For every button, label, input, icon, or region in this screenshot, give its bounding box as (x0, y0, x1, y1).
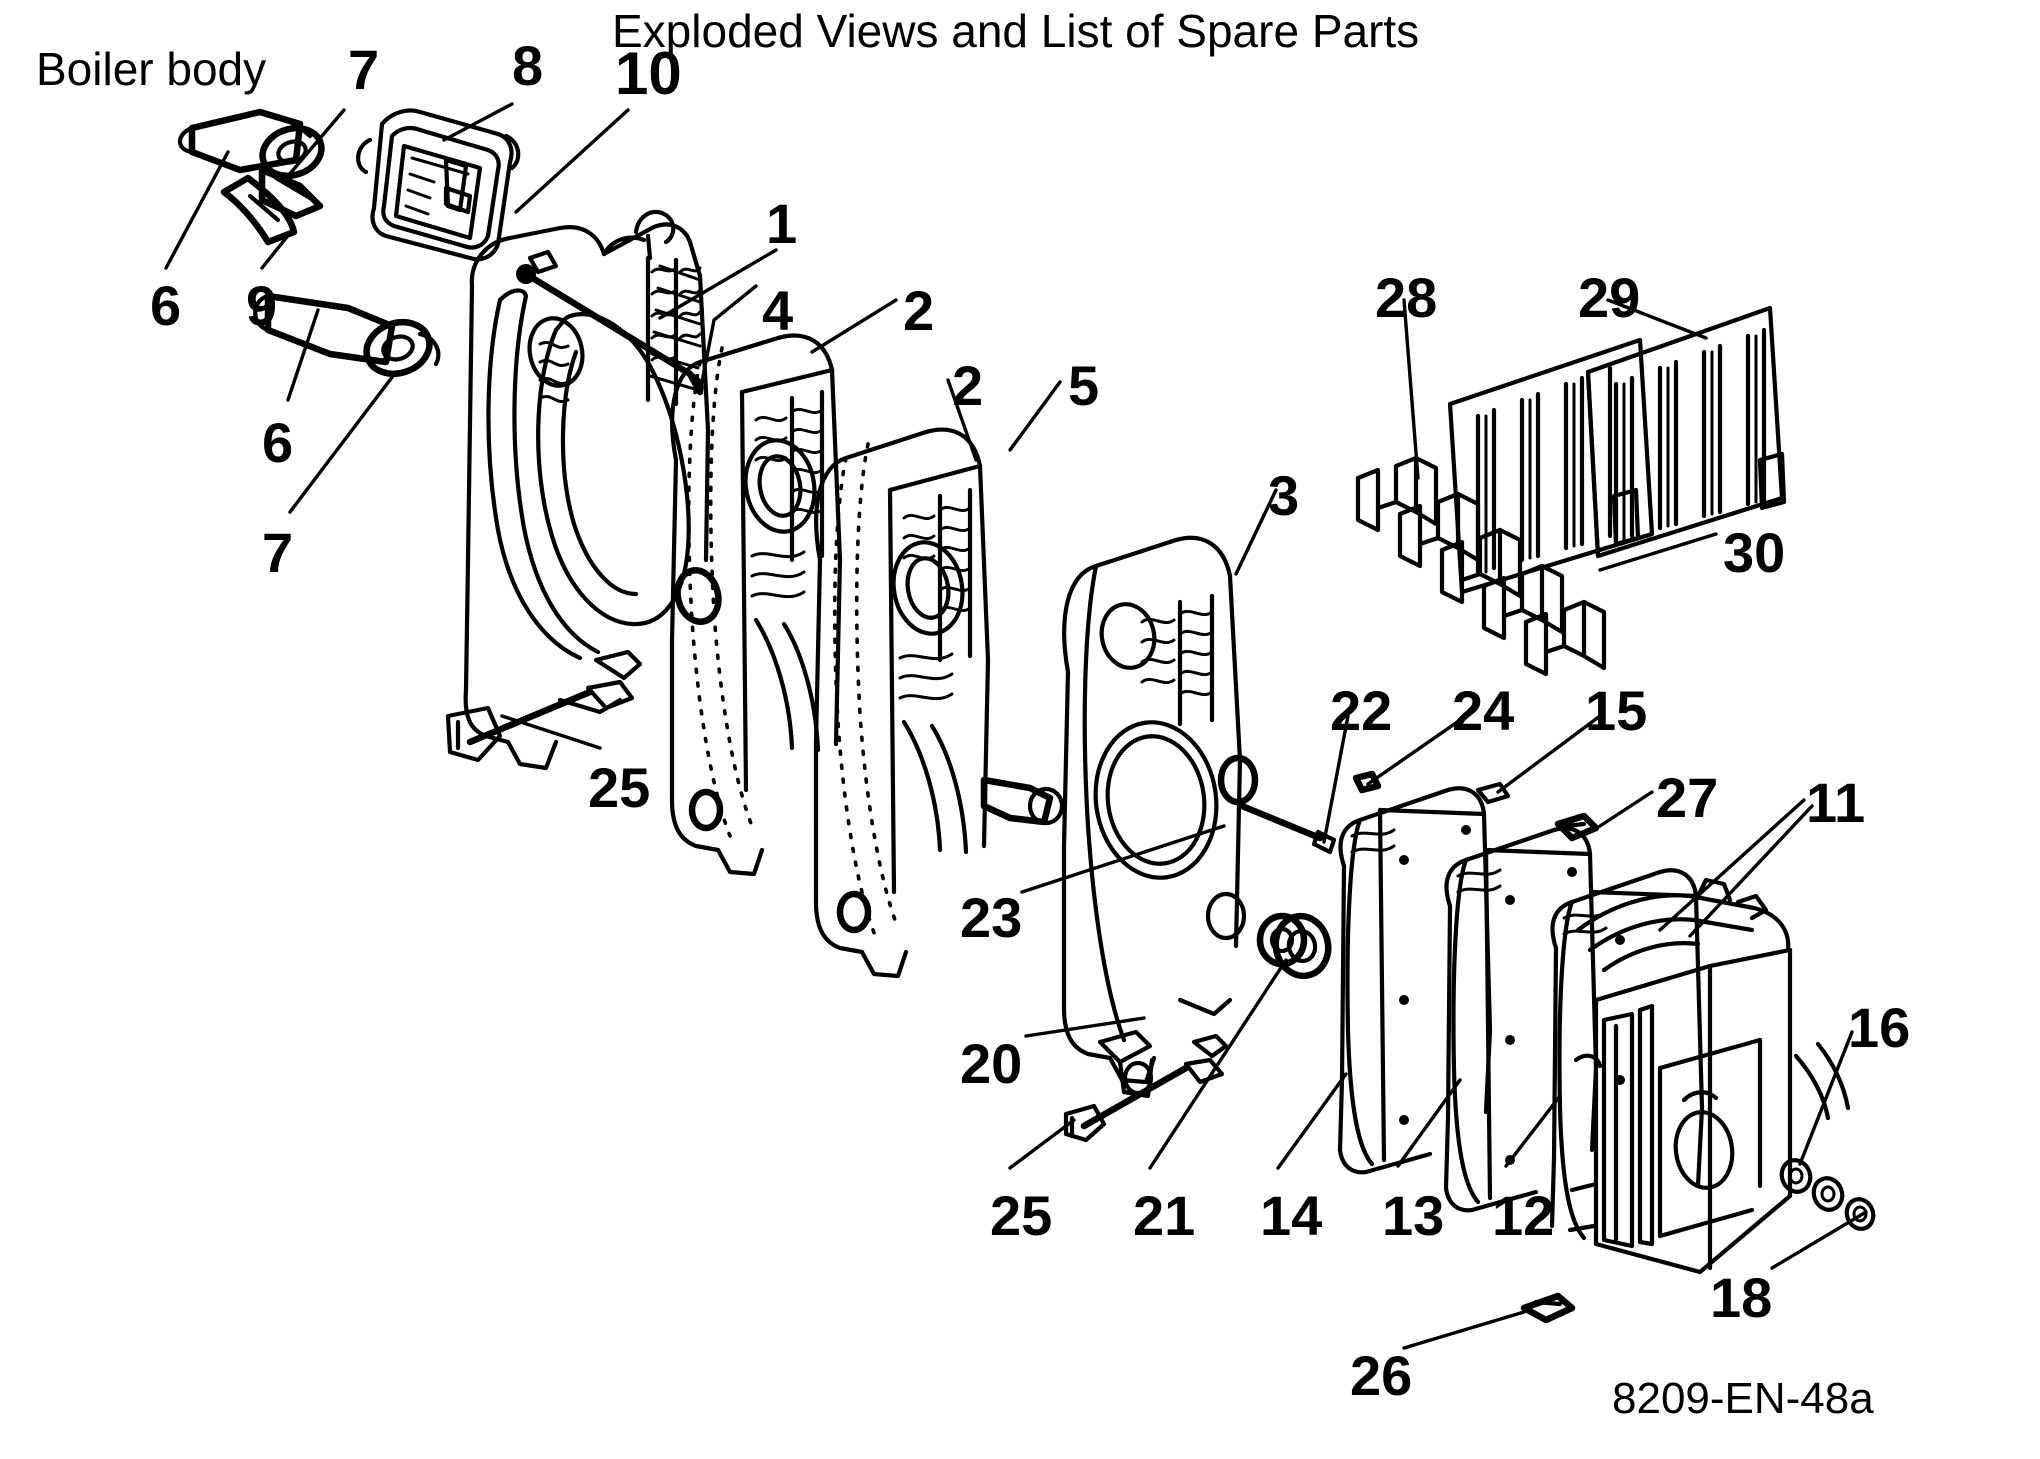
callout-12-c12: 12 (1492, 1184, 1555, 1247)
part-2-intermediate-section-a (669, 333, 843, 877)
callout-26-c26: 26 (1350, 1344, 1413, 1407)
part-27-clip (1554, 812, 1600, 842)
callout-21-c21: 21 (1133, 1184, 1196, 1247)
callout-22-c22: 22 (1330, 679, 1393, 742)
callout-23-c23: 23 (960, 886, 1023, 949)
part-1-front-section (463, 209, 722, 771)
callout-5-c5: 5 (1068, 354, 1100, 417)
callout-27-c27: 27 (1656, 766, 1719, 829)
callout-14-c14: 14 (1260, 1184, 1323, 1247)
part-25-lower-bracket (1063, 1033, 1229, 1143)
part-12-insulation-panel (1549, 868, 1705, 1241)
part-30-turbulator-plate-medium (1447, 337, 1655, 595)
callout-8-c8: 8 (512, 34, 544, 97)
callout-9-c9: 9 (246, 274, 278, 337)
part-21-ring-gasket (1272, 912, 1332, 980)
part-20-23-bracket (1097, 1029, 1155, 1099)
callout-11-c11: 11 (1806, 771, 1866, 834)
reference-code: 8209-EN-48a (1612, 1374, 1874, 1423)
part-14-insulation-panel (1337, 786, 1493, 1175)
part-11-rear-casing (1567, 877, 1793, 1275)
page-title: Exploded Views and List of Spare Parts (612, 5, 1420, 57)
callout-3-c3: 3 (1268, 464, 1300, 527)
callout-7-c7a: 7 (348, 38, 380, 101)
callout-28-c28: 28 (1375, 266, 1438, 329)
callout-13-c13: 13 (1382, 1184, 1445, 1247)
section-label-boiler-body: Boiler body (36, 43, 267, 95)
callout-24-c24: 24 (1452, 679, 1515, 742)
part-28-turbulator-comb (1355, 455, 1607, 677)
callout-18-c18: 18 (1710, 1266, 1773, 1329)
part-16-18-fasteners (1779, 1041, 1876, 1231)
callout-25-c25b: 25 (990, 1184, 1053, 1247)
part-9-connector (220, 174, 298, 246)
callout-4-c4: 4 (762, 279, 794, 342)
callout-10-c10: 10 (615, 40, 682, 107)
part-25-upper-bracket (445, 649, 643, 763)
callout-7-c7b: 7 (262, 521, 294, 584)
callout-2-c2a: 2 (903, 279, 935, 342)
part-15-bracket (1475, 781, 1511, 805)
leader-lines (164, 102, 1868, 1350)
part-24-clip (1352, 770, 1382, 794)
part-22-stud (1238, 802, 1337, 855)
part-7-upper-gasket (258, 124, 325, 220)
callout-29-c29: 29 (1578, 266, 1641, 329)
callout-15-c15: 15 (1585, 679, 1648, 742)
callout-20-c20: 20 (960, 1032, 1023, 1095)
callout-6-c6b: 6 (262, 411, 294, 474)
callout-30-c30: 30 (1723, 521, 1786, 584)
callout-25-c25a: 25 (588, 756, 651, 819)
part-26-clip (1520, 1292, 1576, 1324)
part-6-7-lower-nipple (253, 292, 441, 378)
part-29-turbulator-plate-large (1585, 305, 1787, 559)
callout-1-c1: 1 (766, 192, 798, 255)
part-3-rear-section (1061, 535, 1308, 1085)
callout-6-c6a: 6 (150, 274, 182, 337)
part-13-insulation-panel (1443, 826, 1599, 1213)
callout-2-c2b: 2 (952, 354, 984, 417)
part-2-5-intermediate-section-b (813, 427, 1065, 979)
callout-16-c16: 16 (1848, 996, 1911, 1059)
part-8-10-inspection-door (356, 108, 521, 262)
